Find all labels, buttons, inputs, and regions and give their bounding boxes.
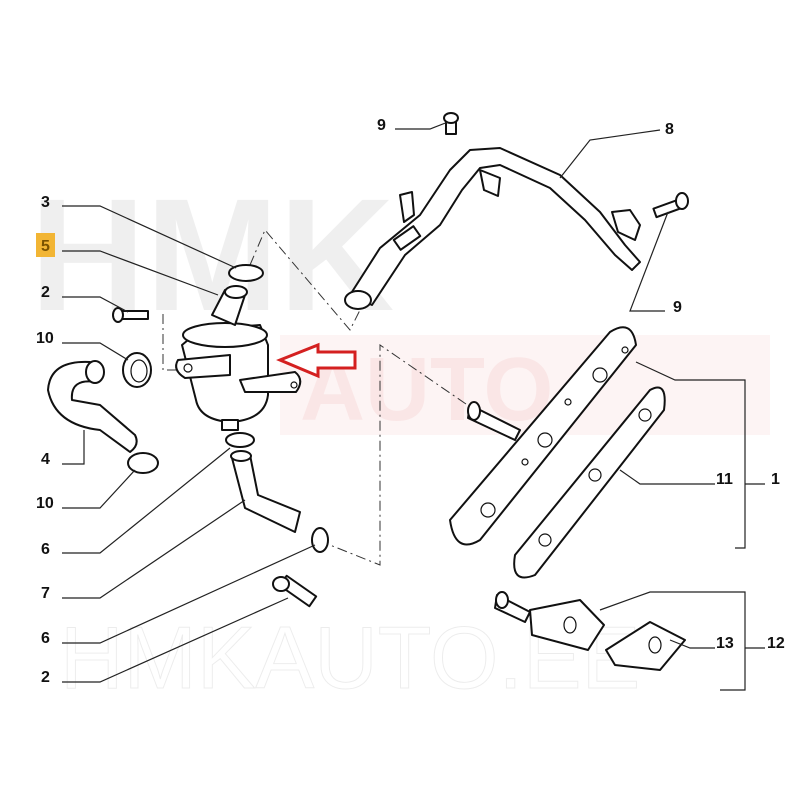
highlight-5 (36, 233, 55, 257)
flange-12 (494, 591, 605, 651)
oil-separator-5 (175, 285, 302, 431)
assembly-line-right (329, 344, 467, 566)
callout-2-top[interactable]: 2 (41, 284, 50, 301)
callout-1[interactable]: 1 (771, 471, 780, 488)
watermark: HMK (30, 165, 394, 344)
assembly-line-bolt (162, 314, 178, 371)
callout-10-top[interactable]: 10 (36, 330, 54, 347)
clamp-3 (228, 264, 264, 282)
callout-12[interactable]: 12 (767, 635, 785, 652)
hose-7 (230, 450, 301, 533)
callout-5[interactable]: 5 (41, 238, 50, 255)
callout-11[interactable]: 11 (716, 471, 733, 488)
clamp-10-top (122, 352, 152, 388)
callout-2-bottom[interactable]: 2 (41, 669, 50, 686)
cooler-gasket-11 (513, 386, 666, 579)
highlight-arrow-icon (276, 342, 357, 379)
assembly-line-top (249, 229, 361, 331)
pipe-8 (344, 147, 641, 310)
callout-13[interactable]: 13 (716, 635, 734, 652)
bolt-9-top (443, 112, 459, 135)
callout-10-bottom[interactable]: 10 (36, 495, 54, 512)
clamp-10-bottom (127, 452, 159, 474)
cooler-plate-11 (449, 326, 637, 546)
watermark-top: HMK (30, 165, 394, 344)
callout-6-top[interactable]: 6 (41, 541, 50, 558)
clamp-6-bottom (311, 527, 329, 553)
bolt-2-top (112, 307, 149, 323)
callout-3[interactable]: 3 (41, 194, 50, 211)
bolt-2-bottom (272, 574, 318, 608)
callout-4[interactable]: 4 (41, 451, 50, 468)
callout-7[interactable]: 7 (41, 585, 50, 602)
callout-9-top[interactable]: 9 (377, 117, 386, 134)
callout-8[interactable]: 8 (665, 121, 674, 138)
callout-6-bottom[interactable]: 6 (41, 630, 50, 647)
leader-lines (62, 121, 765, 691)
bolt-9-right (652, 192, 689, 219)
hose-4 (47, 360, 138, 453)
watermark-band (280, 335, 770, 435)
clamp-6-top (225, 432, 255, 448)
callout-9-right[interactable]: 9 (673, 299, 682, 316)
gasket-13 (605, 621, 686, 671)
